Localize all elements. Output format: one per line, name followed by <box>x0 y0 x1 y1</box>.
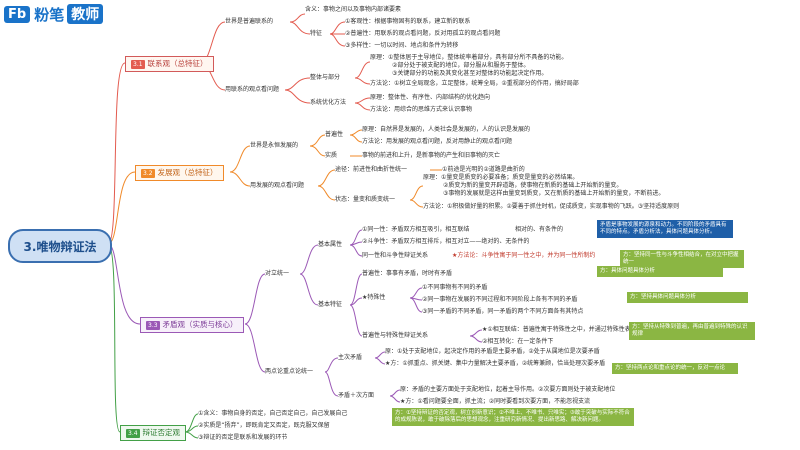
con-s3: 同一性和斗争性辩证关系 <box>362 252 429 259</box>
con-b2a: 主次矛盾 <box>338 354 363 361</box>
link-f2: ②普遍性：用联系的观点看问题，反对用孤立的观点看问题 <box>345 30 501 37</box>
con-c1c: ③同一矛盾的不同矛盾，同一矛盾的两个不同方面各有其特点 <box>422 308 584 315</box>
dev-b1a-m: 方法论：用发展的观点看问题，反对用静止的观点看问题 <box>362 138 513 145</box>
con-b1: 对立统一 <box>265 270 290 277</box>
section-dev-num: 3.2 <box>141 168 155 178</box>
con-s2: ②斗争性：矛盾双方相互排斥，相互对立——绝对的、无条件的 <box>362 238 530 245</box>
neg-n2: ②实质是“扬弃”，即既肯定又否定，既克服又保留 <box>198 422 330 429</box>
con-b2: 两点论重点论统一 <box>265 368 314 375</box>
link-b2b: 系统优化方法 <box>310 99 347 106</box>
link-b2a: 整体与部分 <box>310 74 341 81</box>
note-a: 矛盾是事物发展的源泉和动力。不同阶段的矛盾具有不同的特点。矛盾分析法，具体问题具… <box>597 220 733 238</box>
dev-b2a: 途径：前进性和曲折性统一 <box>335 166 408 173</box>
dev-b2b: 状态：量变和质变统一 <box>335 196 396 203</box>
link-b2a-p3: ③关键部分的功能及其变化甚至对整体的功能起决定作用。 <box>392 70 548 77</box>
link-b2a-p2: ②部分处于被支配的地位，部分服从和服务于整体。 <box>392 62 530 69</box>
section-link-num: 3.1 <box>131 59 145 69</box>
dev-b2b-m: 方法论：①积极做好量的积累。②要善于抓住时机，促成质变，实现事物的飞跃。③坚持适… <box>423 203 680 210</box>
link-b2b-p: 原理：整体性、有序性、内部结构的优化趋向 <box>370 94 491 101</box>
section-contradiction[interactable]: 3.3 矛盾观（实质与核心） <box>140 317 244 333</box>
con-b2a-1: 原：①处于支配地位，起决定作用的矛盾是主要矛盾，②处于从属地位是次要矛盾 <box>385 348 600 355</box>
dev-b1: 世界是永恒发展的 <box>250 142 299 149</box>
logo-brand: 粉笔 <box>34 5 65 24</box>
con-b2a-2: ★方：①抓重点、抓关键、集中力量解决主要矛盾，②统筹兼顾，恰当处理次要矛盾 <box>385 360 606 367</box>
link-b2: 用联系的观点看问题 <box>225 86 280 93</box>
con-b2b-1: 原：矛盾的主要方面处于支配地位，起着主导作用。②次要方面则处于被支配地位 <box>400 386 616 393</box>
link-b1-def: 含义：事物之间以及事物内部诸要素 <box>305 6 402 13</box>
con-c2b: ②相互转化：在一定条件下 <box>482 338 554 345</box>
con-c2: 普遍性与特殊性辩证关系 <box>362 332 429 339</box>
dev-b2b-p1: 原理：①量变是质变的必要准备；质变是量变的必然结果。 <box>423 174 579 181</box>
con-s1b: 相对的、有条件的 <box>515 226 564 233</box>
dev-b2: 用发展的观点看问题 <box>250 182 305 189</box>
link-f1: ①客观性：根据事物固有的联系，建立新的联系 <box>345 18 471 25</box>
con-c1: ★特殊性 <box>362 294 386 301</box>
section-neg-num: 3.4 <box>126 428 140 438</box>
section-con-label: 矛盾观（实质与核心） <box>162 320 238 329</box>
note-g: 方：①坚持辩证的否定观，树立创新意识；②不唯上、不唯书、只唯实；③敢于突破与实际… <box>392 408 634 426</box>
con-c0: 普遍性：事事有矛盾，时时有矛盾 <box>362 270 453 277</box>
con-c1b: ②同一事物在发展的不同过程和不同阶段上各有不同的矛盾 <box>422 296 578 303</box>
con-c1a: ①不同事物有不同的矛盾 <box>422 284 488 291</box>
link-b2a-p1: 原理：①整体居于主导地位，整体统率着部分，具有部分所不具备的功能。 <box>370 54 568 61</box>
note-c: 方：具体问题具体分析 <box>597 266 723 277</box>
link-b2b-m: 方法论：用综合的思维方式来认识事物 <box>370 106 473 113</box>
note-e: 方：坚持从特殊到普遍，再由普遍到特殊的认识规律 <box>629 322 755 340</box>
link-b1-feat: 特征 <box>310 30 323 37</box>
section-dev-label: 发展观（总特征） <box>157 168 218 177</box>
note-f: 方：坚持两点论和重点论的统一，反对一点论 <box>612 363 738 374</box>
link-b1: 世界是普遍联系的 <box>225 18 274 25</box>
section-link[interactable]: 3.1 联系观（总特征） <box>125 56 214 72</box>
link-b2a-m: 方法论：①树立全局观念，立足整体，统筹全局，②重视部分的作用，搞好局部 <box>370 80 579 87</box>
neg-n3: ③辩证的否定是联系和发展的环节 <box>198 434 288 441</box>
root-node[interactable]: 3.唯物辩证法 <box>8 229 112 263</box>
dev-b2a-t: ①前途是光明的②道路是曲折的 <box>442 166 525 173</box>
dev-b1b: 实质 <box>325 152 338 159</box>
neg-n1: ①含义：事物自身的否定，自己否定自己，自己发展自己 <box>198 410 348 417</box>
dev-b1b-t: 事物的前进和上升，是新事物的产生和旧事物的灭亡 <box>362 152 501 159</box>
link-f3: ③多样性：一切以时间、地点和条件为转移 <box>345 42 459 49</box>
con-b2b-2: ★方：①看问题要全面，抓主流；②同时要看到次要方面，不能忽视支流 <box>400 398 591 405</box>
dev-b1a: 普遍性 <box>325 131 344 138</box>
section-neg-label: 辩证否定观 <box>142 428 181 437</box>
con-b1b: 基本特征 <box>318 301 343 308</box>
con-s1: ①同一性：矛盾双方相互吸引，相互联结 <box>362 226 470 233</box>
section-link-label: 联系观（总特征） <box>147 59 208 68</box>
con-b1a: 基本属性 <box>318 241 343 248</box>
con-b2b: 矛盾＋次方面 <box>338 392 375 399</box>
con-s3b: ★方法论：斗争性寓于同一性之中，并为同一性所制约 <box>452 252 596 259</box>
section-negation[interactable]: 3.4 辩证否定观 <box>120 425 187 441</box>
con-c2a: ★①相互联结：普遍性寓于特殊性之中，并通过特殊性表现出来 <box>482 326 649 333</box>
section-con-num: 3.3 <box>146 320 160 330</box>
dev-b2b-p3: ③事物的发展就是这样由量变到质变，又在新质的基础上开始新的量变，不断前进。 <box>443 190 665 197</box>
logo-mark: Fb <box>4 5 31 23</box>
logo-tag: 教师 <box>67 4 104 24</box>
note-b: 方：坚持同一性与斗争性相结合，在对立中把握统一 <box>620 250 744 268</box>
section-dev[interactable]: 3.2 发展观（总特征） <box>135 165 224 181</box>
note-d: 方：坚持具体问题具体分析 <box>627 292 748 303</box>
dev-b2b-p2: ②质变为新的量变开辟道路，使事物在新质的基础上开始新的量变。 <box>443 182 623 189</box>
brand-logo: Fb 粉笔 教师 <box>4 4 104 24</box>
dev-b1a-p: 原理：自然界是发展的，人类社会是发展的，人的认识是发展的 <box>362 126 531 133</box>
